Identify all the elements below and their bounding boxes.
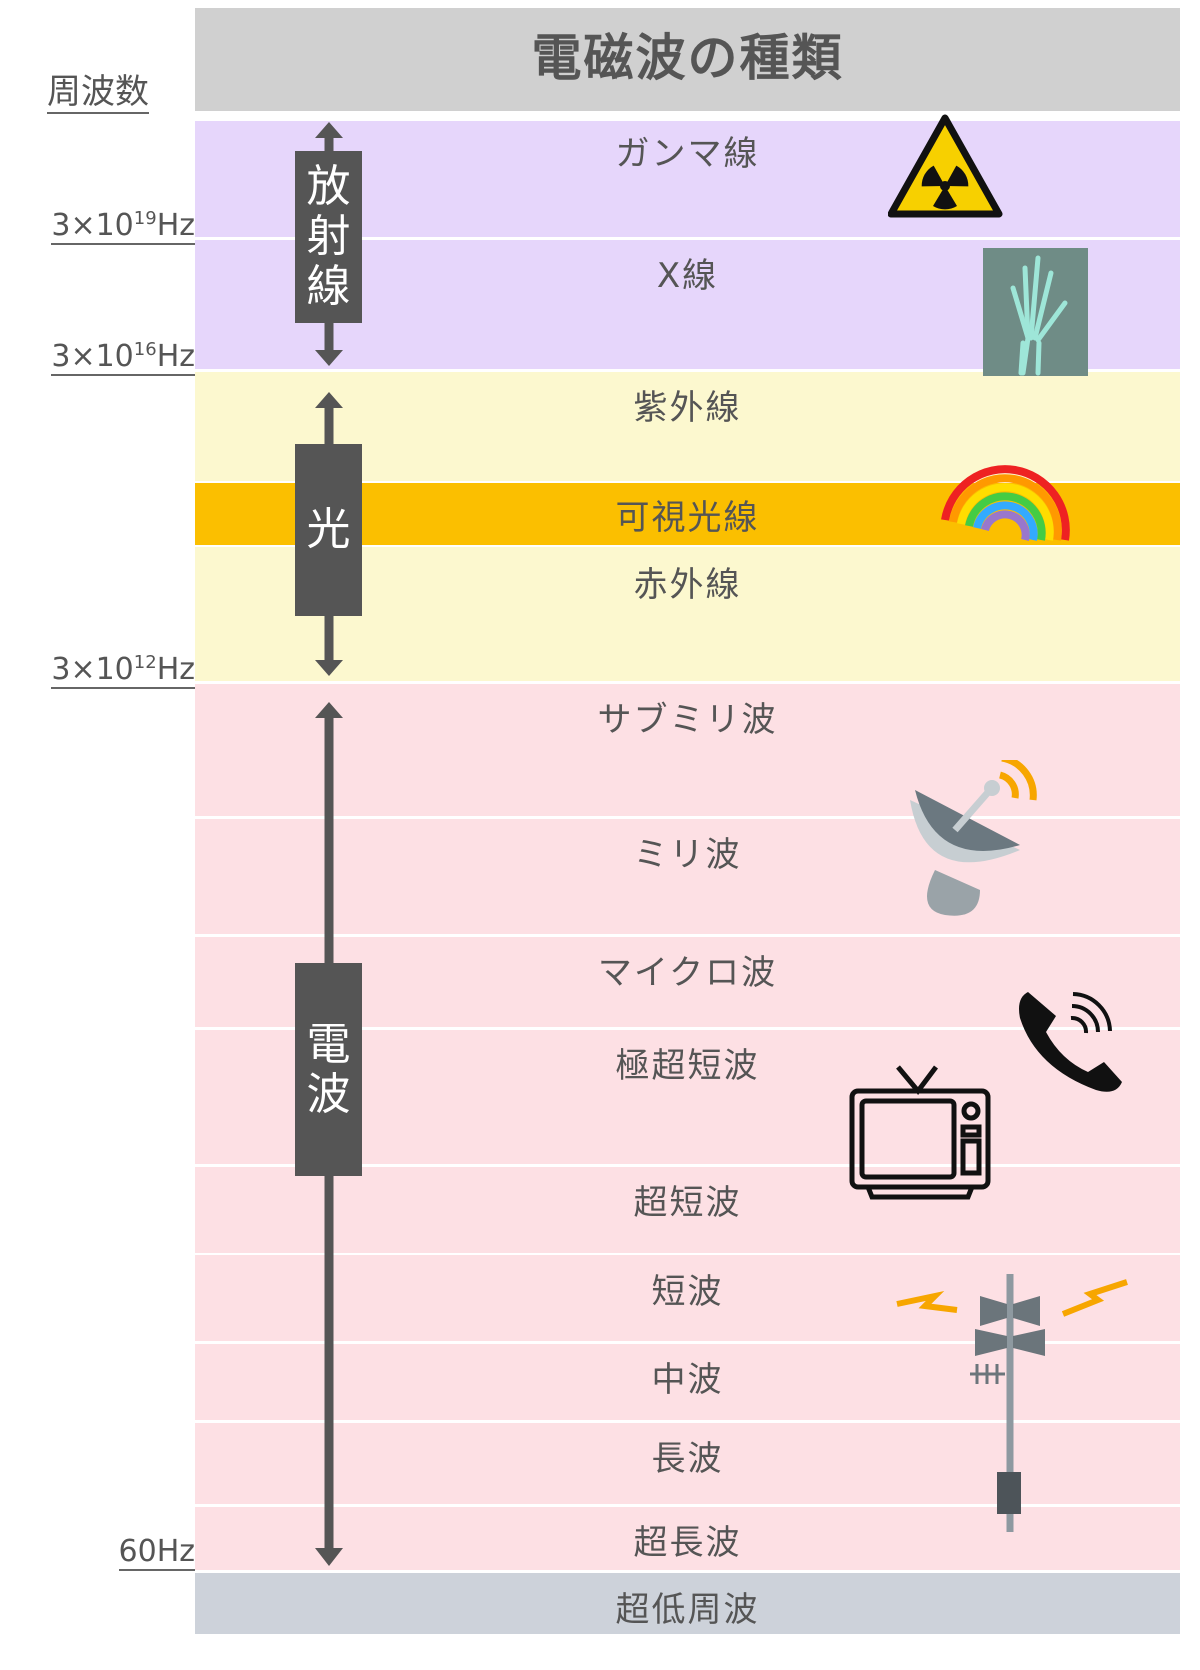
category-radiation: 放射線 bbox=[295, 151, 362, 323]
freq-3e19: 3×1019Hz bbox=[51, 202, 195, 245]
loudspeaker-pole-icon bbox=[896, 1274, 1128, 1532]
radiation-warning-icon bbox=[888, 114, 1003, 218]
label-lw: 長波 bbox=[651, 1439, 724, 1479]
label-micro: マイクロ波 bbox=[597, 953, 778, 993]
xray-hand-icon bbox=[983, 248, 1088, 376]
freq-3e12: 3×1012Hz bbox=[51, 646, 195, 689]
label-visible: 可視光線 bbox=[615, 498, 760, 538]
label-sw: 短波 bbox=[651, 1272, 724, 1312]
label-submm: サブミリ波 bbox=[597, 700, 778, 740]
label-uhf: 極超短波 bbox=[615, 1046, 760, 1086]
label-vlf: 超長波 bbox=[633, 1523, 742, 1563]
axis-label: 周波数 bbox=[47, 72, 149, 114]
television-icon bbox=[849, 1065, 991, 1200]
label-mw: 中波 bbox=[651, 1360, 724, 1400]
label-uv: 紫外線 bbox=[633, 388, 742, 428]
category-light: 光 bbox=[295, 444, 362, 616]
freq-3e16: 3×1016Hz bbox=[51, 333, 195, 376]
label-vhf: 超短波 bbox=[633, 1183, 742, 1223]
band-elf bbox=[195, 1573, 1180, 1634]
label-gamma: ガンマ線 bbox=[615, 134, 760, 174]
band-vlf bbox=[195, 1507, 1180, 1570]
freq-60hz: 60Hz bbox=[118, 1534, 195, 1571]
page-title: 電磁波の種類 bbox=[531, 29, 844, 87]
phone-icon bbox=[1019, 992, 1122, 1092]
rainbow-icon bbox=[941, 465, 1070, 541]
band-sw bbox=[195, 1255, 1180, 1341]
label-mm: ミリ波 bbox=[633, 835, 742, 875]
title-bar bbox=[195, 8, 1180, 111]
label-elf: 超低周波 bbox=[615, 1590, 760, 1630]
category-radio: 電波 bbox=[295, 963, 362, 1176]
label-ir: 赤外線 bbox=[633, 565, 742, 605]
band-vhf bbox=[195, 1167, 1180, 1253]
band-mm bbox=[195, 819, 1180, 934]
label-xray: X線 bbox=[656, 256, 719, 296]
satellite-dish-icon bbox=[910, 760, 1037, 916]
band-mw bbox=[195, 1344, 1180, 1420]
